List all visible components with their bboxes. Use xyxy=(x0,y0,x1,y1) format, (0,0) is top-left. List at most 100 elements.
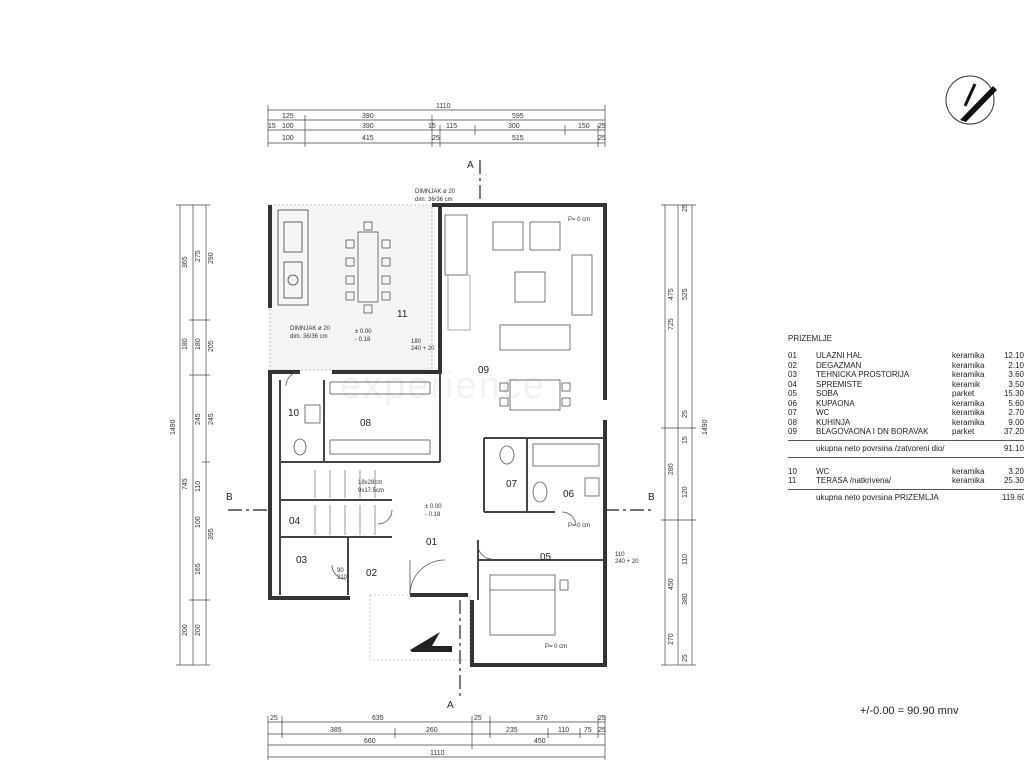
dim-top-r1-b: 390 xyxy=(362,113,374,120)
note-door-b-2: 240 + 20 xyxy=(615,559,639,565)
dim-bot-r2-e: 75 xyxy=(584,727,592,734)
schedule-rule-2 xyxy=(788,456,1024,458)
schedule-mat: keramika xyxy=(952,408,985,417)
dim-left-o4: 200 xyxy=(182,624,189,636)
schedule-mat: keramika xyxy=(952,398,985,408)
schedule-num: 05 xyxy=(788,389,797,398)
dim-right-m3: 120 xyxy=(682,486,689,498)
schedule-num: 02 xyxy=(788,360,797,370)
schedule-num: 04 xyxy=(788,379,797,389)
room-02: 02 xyxy=(366,568,378,579)
dim-top-r2-h: 25 xyxy=(598,123,606,130)
schedule-mat: keramika xyxy=(952,351,985,360)
room-01: 01 xyxy=(426,537,438,548)
schedule-name: KUHINJA xyxy=(816,417,851,427)
dim-right-o4: 450 xyxy=(668,578,675,590)
section-mark-left: B xyxy=(226,492,233,503)
note-p0-bedroom: P= 0 cm xyxy=(545,644,567,650)
note-door-a-2: 240 + 20 xyxy=(411,346,435,352)
level-note: +/-0.00 = 90.90 mnv xyxy=(860,705,959,717)
kitchen-counter-bottom xyxy=(329,439,431,455)
dim-bot-r2-d: 110 xyxy=(558,727,569,734)
dim-right-i1: 25 xyxy=(682,204,689,212)
note-level-hall-2: - 0.18 xyxy=(425,512,441,518)
dim-left-m3: 245 xyxy=(195,413,202,425)
room-03: 03 xyxy=(296,555,308,566)
dim-right-m1: 525 xyxy=(682,288,689,300)
dim-top-r1-a: 125 xyxy=(282,113,294,120)
total-area: 119.60 xyxy=(1002,492,1024,502)
schedule-area: 5.60 xyxy=(1008,398,1024,408)
schedule-subtotal: ukupna neto povrsina /zatvoreni dio/ 91.… xyxy=(816,444,1024,454)
dim-left-m4: 110 xyxy=(195,481,202,492)
schedule-area: 12.10 xyxy=(1003,351,1024,360)
schedule-name: BLAGOVAONA I DN BORAVAK xyxy=(816,427,929,436)
dim-bot-r1-e: 25 xyxy=(598,715,606,722)
section-line-a xyxy=(459,160,481,700)
dim-bot-r3-a: 660 xyxy=(364,738,376,745)
wc-10-fixtures xyxy=(293,404,321,456)
fireplace xyxy=(444,214,468,276)
schedule-name: TEHNICKA PROSTORIJA xyxy=(816,370,910,379)
schedule-area: 2.70 xyxy=(1008,408,1024,417)
terrace-area xyxy=(269,204,433,371)
dimension-lines-right xyxy=(661,204,696,666)
schedule-rule xyxy=(788,439,1024,441)
schedule-area: 3.60 xyxy=(1008,370,1024,379)
subtotal-area: 91.10 xyxy=(1003,443,1024,453)
room-07: 07 xyxy=(506,479,518,490)
note-door-c-1: 90 xyxy=(337,568,344,574)
schedule-name: SPREMISTE xyxy=(816,379,863,389)
schedule-area: 37.20 xyxy=(1003,427,1024,436)
schedule-area: 2.10 xyxy=(1008,360,1024,370)
note-chimney-left-1: DIMNJAK ø 20 xyxy=(290,326,331,332)
schedule-name: ULAZNI HAL xyxy=(816,351,863,360)
dimension-lines-top xyxy=(267,105,606,147)
section-mark-right: B xyxy=(648,492,655,503)
dim-left-o3: 745 xyxy=(182,478,189,490)
schedule-num: 09 xyxy=(788,427,797,436)
schedule-num: 07 xyxy=(788,408,797,417)
dim-top-r2-d: 15 xyxy=(428,123,436,130)
dim-right-m2: 15 xyxy=(682,436,689,444)
schedule-name: WC xyxy=(816,466,830,476)
note-level-terrace-1: ± 0.00 xyxy=(355,329,372,335)
doors xyxy=(285,371,577,596)
entrance-arrow-icon xyxy=(410,632,452,652)
schedule-name: TERASA /natkrivena/ xyxy=(816,476,892,485)
kitchen-counter-top xyxy=(329,381,431,395)
interior-walls xyxy=(279,372,604,600)
dimension-lines-left xyxy=(176,204,210,666)
note-chimney-top-1: DIMNJAK ø 20 xyxy=(415,189,456,195)
schedule-mat: parket xyxy=(952,427,975,436)
terrace-dining-table xyxy=(345,221,391,314)
dim-top-r3-c: 25 xyxy=(432,135,440,142)
dim-left-overall: 1490 xyxy=(170,419,177,435)
dim-left-m5: 100 xyxy=(195,516,202,528)
schedule-mat: keramika xyxy=(952,370,985,379)
schedule-num: 01 xyxy=(788,351,797,360)
dim-top-r2-a: 15 xyxy=(268,123,276,130)
dim-left-m6: 165 xyxy=(195,563,202,575)
schedule-name: KUPAONA xyxy=(816,398,855,408)
room-09: 09 xyxy=(478,365,490,376)
dim-bot-overall: 1110 xyxy=(430,750,445,757)
schedule-area: 3.20 xyxy=(1008,466,1024,476)
room-04: 04 xyxy=(289,516,301,527)
note-door-a-1: 180 xyxy=(411,339,422,345)
dim-top-overall: 1110 xyxy=(436,103,451,110)
terrace-kitchen xyxy=(277,209,309,306)
dim-top-r3-b: 415 xyxy=(362,135,374,142)
schedule-mat: keramika xyxy=(952,417,985,427)
section-mark-top: A xyxy=(467,160,474,171)
